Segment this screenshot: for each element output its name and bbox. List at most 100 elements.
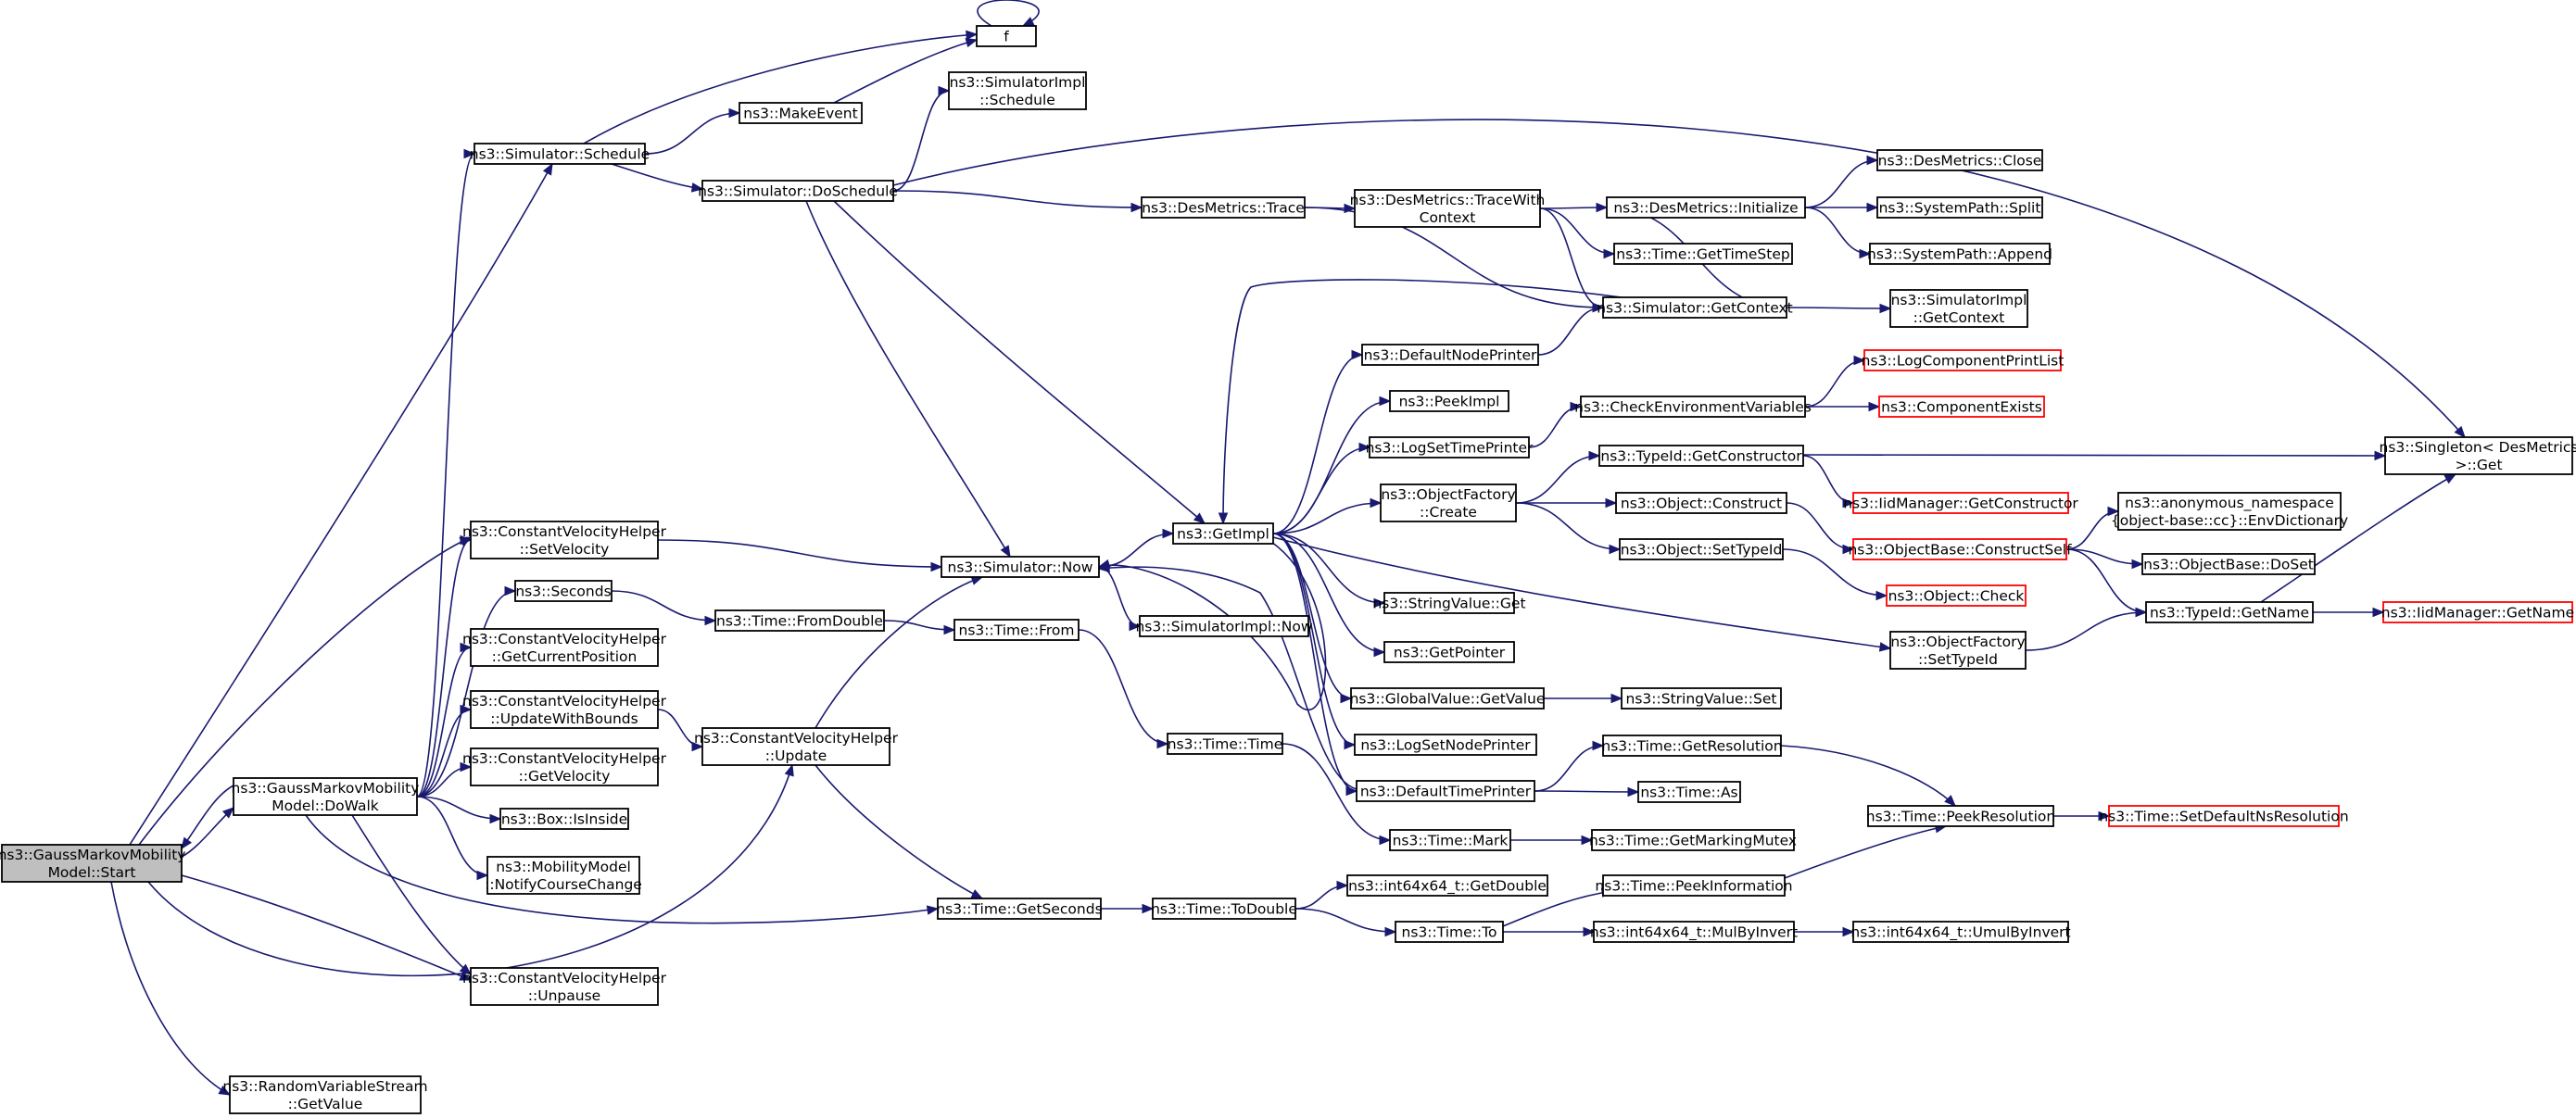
node-rvs_get[interactable]: ns3::RandomVariableStream::GetValue	[222, 1075, 428, 1114]
node-stringvalue_set[interactable]: ns3::StringValue::Set	[1621, 687, 1782, 710]
node-syspath_append[interactable]: ns3::SystemPath::Append	[1867, 243, 2052, 265]
node-time_peekres[interactable]: ns3::Time::PeekResolution	[1866, 805, 2055, 827]
node-box	[1591, 829, 1795, 851]
node-singleton_get[interactable]: ns3::Singleton< DesMetrics>::Get	[2380, 436, 2576, 475]
node-label: ns3::Simulator::Schedule	[470, 146, 650, 163]
node-des_init[interactable]: ns3::DesMetrics::Initialize	[1606, 196, 1806, 219]
node-cvh_getvel[interactable]: ns3::ConstantVelocityHelper::GetVelocity	[462, 747, 667, 786]
node-logcompprintlist[interactable]: ns3::LogComponentPrintList	[1862, 349, 2065, 371]
node-box	[1878, 396, 2045, 418]
node-label: ns3::DefaultNodePrinter	[1364, 347, 1537, 364]
node-label: ns3::DesMetrics::Initialize	[1613, 200, 1798, 217]
node-time_fromdouble[interactable]: ns3::Time::FromDouble	[714, 609, 885, 632]
node-mm_notify[interactable]: ns3::MobilityModel::NotifyCourseChange	[485, 856, 642, 895]
node-time_gettimestep[interactable]: ns3::Time::GetTimeStep	[1613, 243, 1793, 265]
edge-start-to-dowalk	[181, 807, 234, 858]
node-syspath_split[interactable]: ns3::SystemPath::Split	[1876, 196, 2043, 219]
node-time_setdefres[interactable]: ns3::Time::SetDefaultNsResolution	[2099, 805, 2349, 827]
node-label: ns3::int64x64_t::UmulByInvert	[1850, 924, 2070, 942]
node-simimpl_now[interactable]: ns3::SimulatorImpl::Now	[1135, 615, 1313, 637]
node-label: ns3::anonymous_namespace	[2125, 495, 2334, 512]
node-label: ns3::ConstantVelocityHelper	[694, 730, 899, 747]
node-time_getmarkmutex[interactable]: ns3::Time::GetMarkingMutex	[1589, 829, 1797, 851]
node-i64_mulbyinvert[interactable]: ns3::int64x64_t::MulByInvert	[1590, 921, 1798, 943]
edge-sim_schedule-to-sim_doschedule	[611, 163, 704, 193]
node-time_as[interactable]: ns3::Time::As	[1637, 781, 1741, 803]
node-peekimpl[interactable]: ns3::PeekImpl	[1389, 390, 1509, 412]
node-box	[1354, 734, 1537, 756]
node-box	[1852, 492, 2069, 514]
node-anon_envdict[interactable]: ns3::anonymous_namespace{object-base::cc…	[2111, 492, 2348, 531]
node-time_mark[interactable]: ns3::Time::Mark	[1389, 829, 1511, 851]
node-i64_umulbyinvert[interactable]: ns3::int64x64_t::UmulByInvert	[1850, 921, 2071, 943]
node-obj_construct[interactable]: ns3::Object::Construct	[1615, 492, 1787, 514]
node-i64_getdouble[interactable]: ns3::int64x64_t::GetDouble	[1346, 874, 1548, 897]
edge-typeid_getname-to-iidmgr_getname	[2313, 607, 2385, 618]
node-obj_settypeid[interactable]: ns3::Object::SetTypeId	[1619, 538, 1784, 560]
node-simimpl_schedule[interactable]: ns3::SimulatorImpl::Schedule	[948, 71, 1087, 110]
edge-objbase_constructself-to-objbase_doset	[2065, 548, 2144, 570]
node-box	[474, 143, 646, 165]
node-sim_now[interactable]: ns3::Simulator::Now	[941, 556, 1100, 578]
node-typeid_getctor[interactable]: ns3::TypeId::GetConstructor	[1598, 445, 1804, 467]
node-cvh_getpos[interactable]: ns3::ConstantVelocityHelper::GetCurrentP…	[462, 628, 667, 667]
node-time_time[interactable]: ns3::Time::Time	[1167, 733, 1283, 755]
node-sim_getcontext[interactable]: ns3::Simulator::GetContext	[1597, 296, 1793, 319]
edge-checkenv-to-logcompprintlist	[1804, 355, 1866, 408]
node-box	[1361, 344, 1539, 366]
node-sim_doschedule[interactable]: ns3::Simulator::DoSchedule	[698, 180, 898, 202]
node-time_from[interactable]: ns3::Time::From	[953, 619, 1080, 641]
node-compexists[interactable]: ns3::ComponentExists	[1878, 396, 2045, 418]
node-des_trace[interactable]: ns3::DesMetrics::Trace	[1141, 196, 1306, 219]
node-checkenv[interactable]: ns3::CheckEnvironmentVariables	[1574, 396, 1812, 418]
node-cvh_unpause[interactable]: ns3::ConstantVelocityHelper::Unpause	[462, 967, 667, 1006]
node-getpointer[interactable]: ns3::GetPointer	[1383, 641, 1515, 663]
node-label: ns3::ConstantVelocityHelper	[462, 970, 667, 986]
edge-of_create-to-obj_settypeid	[1515, 502, 1622, 555]
node-gv_getvalue[interactable]: ns3::GlobalValue::GetValue	[1350, 687, 1546, 710]
node-seconds[interactable]: ns3::Seconds	[514, 580, 612, 602]
node-f[interactable]: f	[976, 25, 1037, 47]
node-logsetnodeprinter[interactable]: ns3::LogSetNodePrinter	[1354, 734, 1537, 756]
node-of_settypeid[interactable]: ns3::ObjectFactory::SetTypeId	[1889, 631, 2027, 670]
nodes-layer: ns3::GaussMarkovMobilityModel::Startns3:…	[0, 25, 2576, 1114]
node-stringvalue_get[interactable]: ns3::StringValue::Get	[1372, 592, 1526, 614]
node-objbase_constructself[interactable]: ns3::ObjectBase::ConstructSelf	[1848, 538, 2072, 560]
node-sim_schedule[interactable]: ns3::Simulator::Schedule	[470, 143, 650, 165]
node-box	[2382, 601, 2573, 623]
node-label: ns3::RandomVariableStream	[222, 1078, 427, 1095]
node-cvh_updbounds[interactable]: ns3::ConstantVelocityHelper::UpdateWithB…	[462, 690, 667, 729]
node-time_peekinfo[interactable]: ns3::Time::PeekInformation	[1595, 874, 1793, 897]
node-label: ::Update	[765, 747, 827, 764]
node-defnodeprinter[interactable]: ns3::DefaultNodePrinter	[1361, 344, 1539, 366]
node-simimpl_getcontext[interactable]: ns3::SimulatorImpl::GetContext	[1889, 289, 2028, 328]
node-makeevent[interactable]: ns3::MakeEvent	[739, 102, 863, 124]
node-label: ns3::SimulatorImpl::Now	[1135, 619, 1312, 635]
node-getimpl[interactable]: ns3::GetImpl	[1172, 522, 1274, 545]
node-cvh_setvel[interactable]: ns3::ConstantVelocityHelper::SetVelocity	[462, 521, 667, 559]
node-typeid_getname[interactable]: ns3::TypeId::GetName	[2145, 601, 2314, 623]
node-iidmgr_getctor[interactable]: ns3::IidManager::GetConstructor	[1843, 492, 2078, 514]
node-objbase_doset[interactable]: ns3::ObjectBase::DoSet	[2141, 553, 2316, 575]
node-label: ns3::ConstantVelocityHelper	[462, 750, 667, 767]
node-des_close[interactable]: ns3::DesMetrics::Close	[1876, 149, 2043, 171]
node-label: ns3::DefaultTimePrinter	[1360, 784, 1532, 800]
node-obj_check[interactable]: ns3::Object::Check	[1886, 584, 2027, 607]
node-time_to[interactable]: ns3::Time::To	[1395, 921, 1504, 943]
node-box	[1152, 898, 1296, 920]
node-time_todouble[interactable]: ns3::Time::ToDouble	[1151, 898, 1297, 920]
node-box_inside[interactable]: ns3::Box::IsInside	[499, 808, 629, 830]
node-time_getseconds[interactable]: ns3::Time::GetSeconds	[936, 898, 1103, 920]
node-of_create[interactable]: ns3::ObjectFactory::Create	[1380, 484, 1517, 522]
node-deftimeprinter[interactable]: ns3::DefaultTimePrinter	[1356, 780, 1535, 802]
node-logsettimeprinter[interactable]: ns3::LogSetTimePrinter	[1366, 436, 1534, 459]
edge-des_init-to-des_close	[1804, 155, 1879, 208]
edge-cvh_updbounds-to-cvh_update	[657, 709, 704, 752]
edge-dowalk-to-cvh_updbounds	[416, 704, 473, 798]
node-cvh_update[interactable]: ns3::ConstantVelocityHelper::Update	[694, 727, 899, 766]
node-iidmgr_getname[interactable]: ns3::IidManager::GetName	[2381, 601, 2574, 623]
node-time_getres[interactable]: ns3::Time::GetResolution	[1601, 735, 1783, 757]
